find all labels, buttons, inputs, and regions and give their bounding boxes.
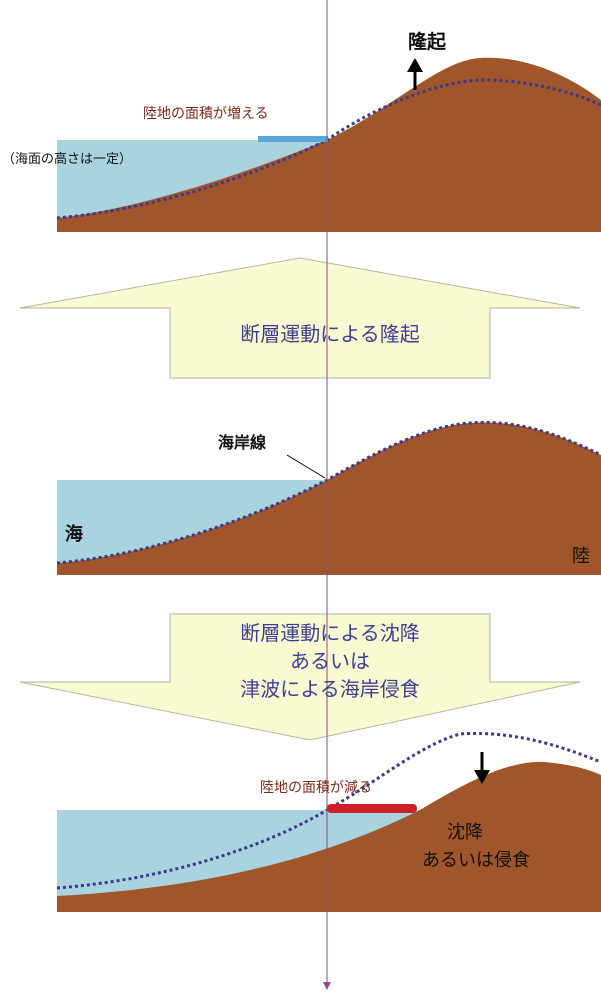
subsidence-arrow-text-line2: あるいは [290,649,370,673]
uplift-arrow-head [407,58,423,72]
bottom-original-profile [56,731,601,890]
top-original-profile [56,78,601,220]
uplift-arrow-shape [19,257,581,379]
land-label: 陸 [572,546,590,567]
sea-level-note: （海面の高さは一定） [2,151,132,167]
coastline-label: 海岸線 [218,433,266,452]
uplift-arrow-text: 断層運動による隆起 [240,322,419,346]
coastline-pointer [286,454,326,479]
land-increase-bar [258,136,328,142]
subsidence-arrow-head [474,770,490,784]
top-panel [56,57,601,232]
reference-line-arrowhead [323,982,331,990]
sea-label: 海 [65,523,83,545]
top-land [57,57,601,232]
subsidence-label-line2: あるいは侵食 [422,850,530,871]
uplift-label: 隆起 [408,30,447,53]
middle-profile [56,420,601,565]
middle-land [57,422,601,575]
subsidence-arrow-text-line3: 津波による海岸侵食 [240,677,419,701]
subsidence-arrow-shape [19,613,581,741]
land-decrease-label: 陸地の面積が減る [260,779,372,796]
subsidence-arrow-text-line1: 断層運動による沈降 [240,621,419,645]
middle-panel [56,420,601,575]
land-increase-label: 陸地の面積が増える [143,106,269,122]
bottom-land [57,761,601,912]
subsidence-label-line1: 沈降 [447,822,483,843]
land-decrease-bar [327,804,417,813]
bottom-panel [56,731,601,912]
